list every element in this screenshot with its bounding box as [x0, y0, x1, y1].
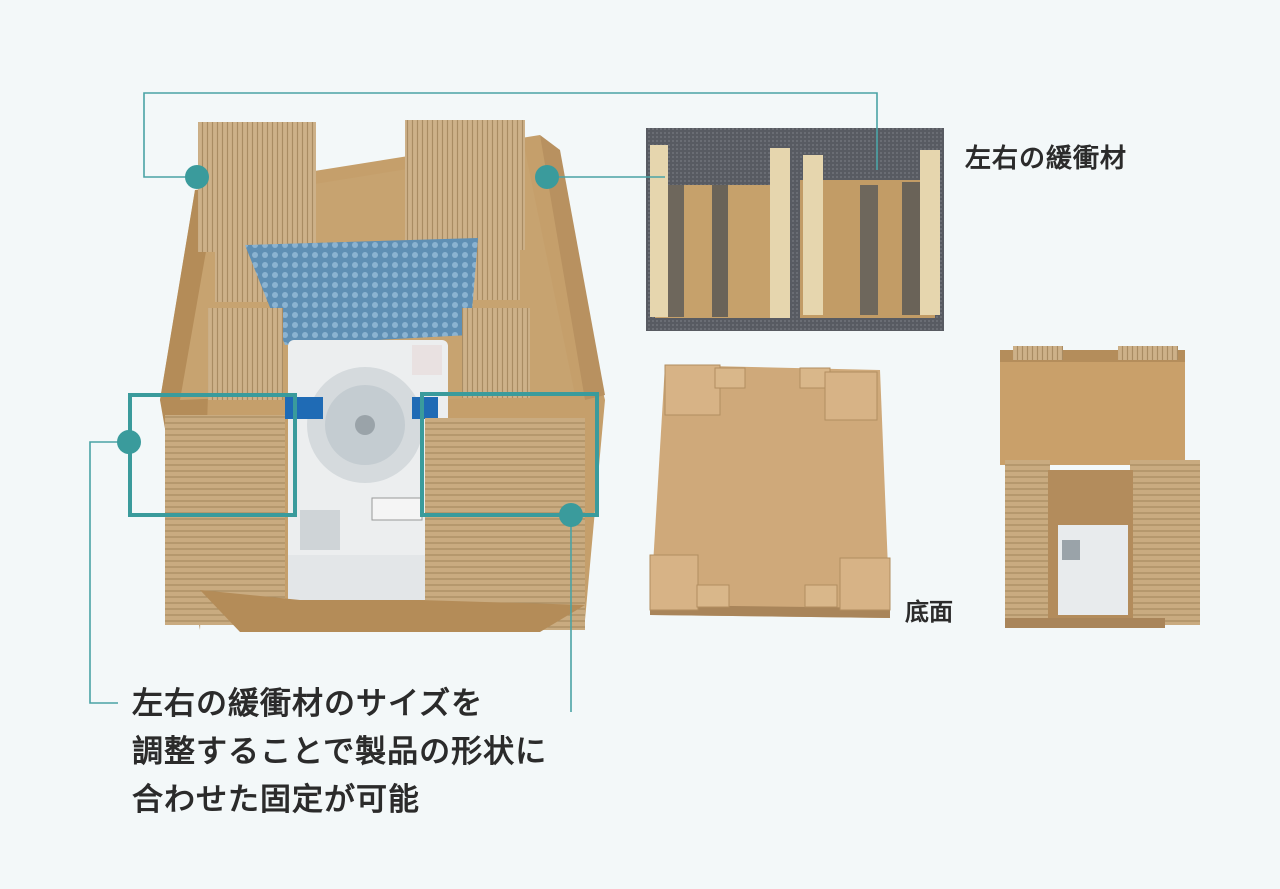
- highlight-right-cushion: [420, 392, 599, 517]
- callout-top: [143, 92, 878, 178]
- assembled-box-photo: [1000, 346, 1200, 628]
- bottom-pad-photo: [649, 364, 891, 618]
- side-cushions-label: 左右の緩衝材: [965, 144, 1128, 174]
- callout-bottom: [89, 441, 572, 712]
- bottom-label: 底面: [905, 598, 953, 626]
- highlight-left-cushion: [128, 393, 297, 517]
- marker-dot: [559, 503, 583, 527]
- caption-line: 調整することで製品の形状に: [132, 734, 548, 770]
- side-cushions-photo: [646, 128, 944, 331]
- marker-dot: [185, 165, 209, 189]
- caption-line: 左右の緩衝材のサイズを: [132, 686, 484, 722]
- caption-line: 合わせた固定が可能: [132, 782, 420, 818]
- caption: 左右の緩衝材のサイズを 調整することで製品の形状に 合わせた固定が可能: [132, 680, 547, 824]
- marker-dot: [535, 165, 559, 189]
- packed-box-photo: [160, 120, 605, 632]
- marker-dot: [117, 430, 141, 454]
